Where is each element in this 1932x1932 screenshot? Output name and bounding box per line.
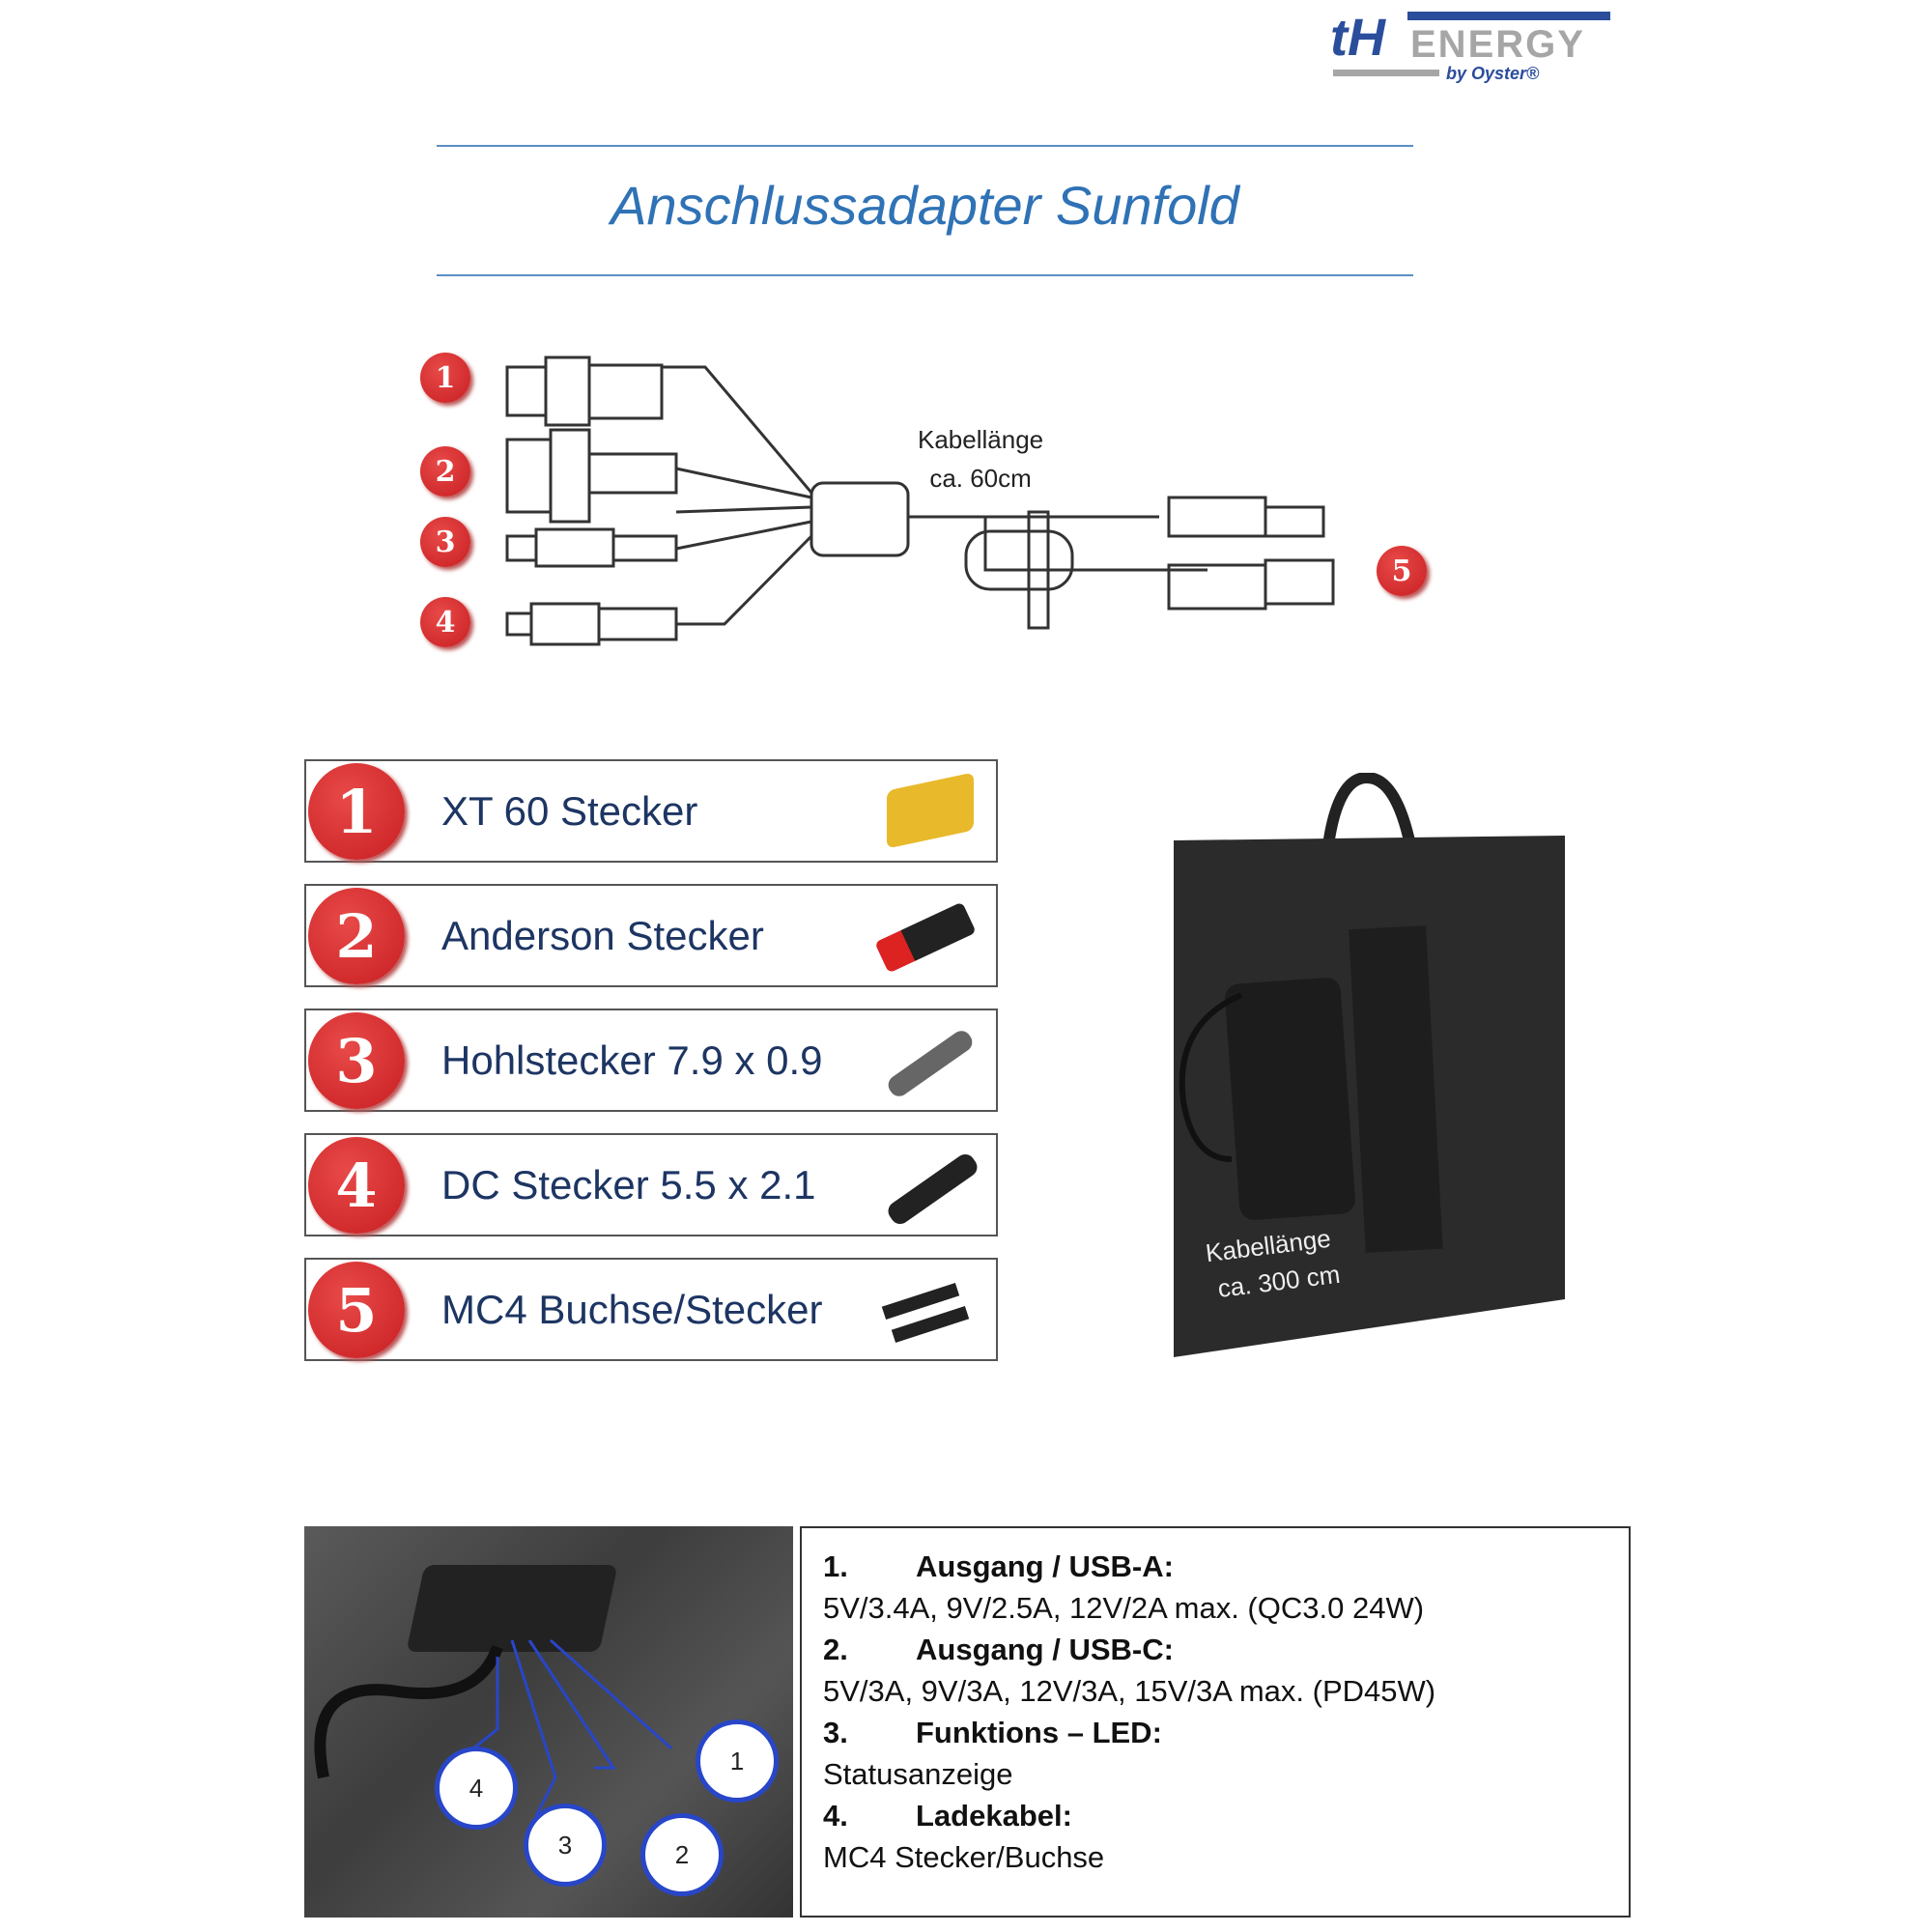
spec-number: 2. bbox=[823, 1633, 848, 1666]
spec-item: 4. Ladekabel: MC4 Stecker/Buchse bbox=[823, 1795, 1629, 1878]
divider-top bbox=[437, 145, 1413, 147]
divider-bottom bbox=[437, 274, 1413, 276]
connector-row-mc4: 5 MC4 Buchse/Stecker bbox=[304, 1258, 998, 1361]
spec-item: 2. Ausgang / USB-C: 5V/3A, 9V/3A, 12V/3A, … bbox=[823, 1629, 1629, 1712]
logo-th: tH bbox=[1330, 9, 1385, 67]
cable-length-line1: Kabellänge bbox=[918, 425, 1044, 454]
spec-detail: 5V/3.4A, 9V/2.5A, 12V/2A max. (QC3.0 24W… bbox=[823, 1591, 1425, 1625]
spec-heading: Ladekabel: bbox=[916, 1799, 1072, 1833]
xt60-image bbox=[872, 767, 988, 856]
solar-bag-photo: Kabellänge ca. 300 cm bbox=[1174, 771, 1570, 1362]
connector-drawing-1 bbox=[505, 355, 664, 427]
dc-plug-image bbox=[872, 1141, 988, 1230]
spec-detail: Statusanzeige bbox=[823, 1757, 1013, 1791]
callout-4: 4 bbox=[435, 1747, 518, 1830]
connector-label: Anderson Stecker bbox=[441, 913, 764, 958]
mc4-image bbox=[872, 1265, 988, 1354]
connector-label: XT 60 Stecker bbox=[441, 788, 698, 834]
number-badge: 1 bbox=[308, 763, 405, 860]
number-badge: 2 bbox=[308, 888, 405, 984]
spec-heading: Ausgang / USB-C: bbox=[916, 1633, 1174, 1666]
spec-number: 1. bbox=[823, 1549, 848, 1583]
diagram-marker-1: 1 bbox=[420, 353, 470, 403]
connector-drawing-4 bbox=[505, 602, 678, 646]
connector-label: Hohlstecker 7.9 x 0.9 bbox=[441, 1037, 823, 1083]
connector-row-barrel-79: 3 Hohlstecker 7.9 x 0.9 bbox=[304, 1009, 998, 1112]
cable-diagram: Kabellänge ca. 60cm 1 2 3 4 5 bbox=[406, 319, 1468, 686]
anderson-image bbox=[872, 892, 988, 980]
connector-row-anderson: 2 Anderson Stecker bbox=[304, 884, 998, 987]
spec-item: 3. Funktions – LED: Statusanzeige bbox=[823, 1712, 1629, 1795]
diagram-marker-4: 4 bbox=[420, 597, 470, 647]
callout-3: 3 bbox=[524, 1804, 607, 1887]
usb-box-photo: 1 2 3 4 bbox=[304, 1526, 793, 1918]
spec-heading: Funktions – LED: bbox=[916, 1716, 1162, 1749]
spec-heading: Ausgang / USB-A: bbox=[916, 1549, 1174, 1583]
connector-label: DC Stecker 5.5 x 2.1 bbox=[441, 1162, 816, 1208]
brand-logo: tH ENERGY by Oyster® bbox=[1328, 8, 1618, 85]
number-badge: 4 bbox=[308, 1137, 405, 1234]
diagram-marker-2: 2 bbox=[420, 446, 470, 497]
connector-row-dc-55: 4 DC Stecker 5.5 x 2.1 bbox=[304, 1133, 998, 1236]
diagram-marker-5: 5 bbox=[1377, 546, 1427, 596]
diagram-marker-3: 3 bbox=[420, 517, 470, 567]
connector-row-xt60: 1 XT 60 Stecker bbox=[304, 759, 998, 863]
spec-number: 4. bbox=[823, 1799, 848, 1833]
connector-drawing-2 bbox=[505, 428, 678, 524]
barrel-plug-image bbox=[872, 1016, 988, 1105]
connector-label: MC4 Buchse/Stecker bbox=[441, 1287, 823, 1332]
specs-box: 1. Ausgang / USB-A: 5V/3.4A, 9V/2.5A, 12V/… bbox=[800, 1526, 1631, 1918]
callout-2: 2 bbox=[640, 1813, 724, 1896]
logo-energy: ENERGY bbox=[1410, 23, 1585, 66]
number-badge: 3 bbox=[308, 1012, 405, 1109]
connector-drawing-3 bbox=[505, 527, 678, 568]
spec-detail: MC4 Stecker/Buchse bbox=[823, 1840, 1105, 1874]
spec-detail: 5V/3A, 9V/3A, 12V/3A, 15V/3A max. (PD45W… bbox=[823, 1674, 1436, 1708]
logo-tagline: by Oyster® bbox=[1446, 64, 1540, 83]
callout-1: 1 bbox=[696, 1719, 779, 1803]
number-badge: 5 bbox=[308, 1262, 405, 1358]
spec-number: 3. bbox=[823, 1716, 848, 1749]
cable-length-label: Kabellänge ca. 60cm bbox=[918, 420, 1043, 497]
cable-length-line2: ca. 60cm bbox=[929, 464, 1032, 493]
page-title: Anschlussadapter Sunfold bbox=[611, 175, 1239, 236]
spec-item: 1. Ausgang / USB-A: 5V/3.4A, 9V/2.5A, 12V/… bbox=[823, 1546, 1629, 1629]
